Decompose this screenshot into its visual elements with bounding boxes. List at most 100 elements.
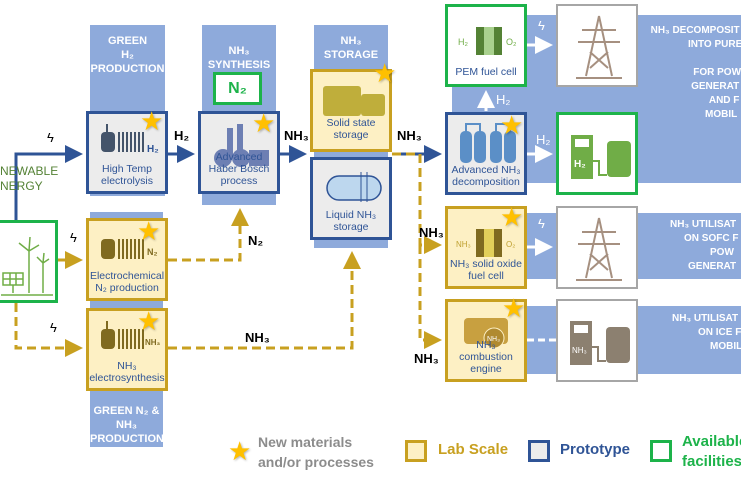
pem-fuel-cell-box: H₂ O₂ PEM fuel cell <box>445 4 527 87</box>
wind-solar-icon <box>1 236 53 296</box>
legend-available: Available facilities <box>682 433 741 470</box>
icon-label: H₂ <box>458 37 468 47</box>
flow-label-nh3: NH₃ <box>397 128 422 143</box>
electrolyzer-icon: H₂ <box>101 124 159 155</box>
title-line: GREEN <box>107 35 148 47</box>
title-line: PRODUCTION <box>90 63 165 75</box>
legend-prototype: Prototype <box>560 441 631 458</box>
power-pylon-icon <box>576 217 622 281</box>
legend-new-materials: New materials and/or processes <box>258 434 374 470</box>
legend-lab-scale-swatch <box>405 440 427 462</box>
panel-line: FOR POW <box>693 67 741 78</box>
title-line: NH₃ <box>340 35 362 47</box>
arrow-n2-to-haber <box>168 208 249 262</box>
power-grid-box <box>556 4 638 87</box>
icon-label: O₂ <box>506 37 517 47</box>
box-caption: NH₃ electrosynthesis <box>89 360 165 384</box>
spacer <box>648 52 741 66</box>
renewable-energy-label: NEWABLE NERGY <box>0 164 58 194</box>
engine-icon: NH₃ <box>464 318 508 349</box>
flow-label-nh3: NH₃ <box>245 330 270 345</box>
box-caption: NH₃ combustion engine <box>459 339 513 375</box>
panel-line: NH₃ UTILISAT <box>672 313 739 324</box>
power-pylon-icon <box>576 15 622 79</box>
ice-panel-text: NH₃ UTILISAT ON ICE F MOBIL <box>672 312 741 354</box>
nh3-fuel-station-icon: NH₃ <box>570 321 630 365</box>
icon-label: N₂ <box>147 247 158 257</box>
box-caption: Advanced NH₃ decomposition <box>451 164 521 188</box>
box-caption: NH₃ solid oxide fuel cell <box>450 258 522 282</box>
flow-label-nh3: NH₃ <box>414 351 439 366</box>
title-line: NH₃ <box>228 45 250 57</box>
sofc-panel-text: NH₃ UTILISAT ON SOFC F POW GENERAT <box>670 218 738 274</box>
flow-label-n2: N₂ <box>248 233 264 248</box>
panel-line: AND F <box>708 95 740 106</box>
box-caption: Liquid NH₃ storage <box>325 209 377 233</box>
flow-label-nh3: NH₃ <box>419 225 444 240</box>
panel-line: ON SOFC F <box>684 233 739 244</box>
lightning-icon: ϟ <box>70 230 77 245</box>
electrochemical-n2-box: N₂ Electrochemical N₂ production <box>86 218 168 301</box>
flow-label-h2: H₂ <box>174 128 190 143</box>
icon-label: NH₃ <box>487 336 500 343</box>
panel-line: POW <box>710 247 734 258</box>
box-caption: High Temp electrolysis <box>101 163 153 187</box>
icon-label: NH₃ <box>456 240 471 249</box>
panel-line: NH₃ UTILISAT <box>670 219 737 230</box>
star-icon: ★ <box>373 58 397 88</box>
arrow-energy-to-electrosynthesis <box>14 303 83 357</box>
panel-line: INTO PURE <box>688 39 741 50</box>
panel-line: ON ICE F <box>698 327 741 338</box>
star-icon: ★ <box>500 202 524 232</box>
box-caption: Advanced Haber Bosch process <box>208 151 270 187</box>
fuel-cell-icon: H₂ O₂ <box>458 27 517 55</box>
decomposition-panel-text: NH₃ DECOMPOSIT INTO PURE FOR POW GENERAT… <box>648 24 741 122</box>
flow-label-nh3: NH₃ <box>284 128 309 143</box>
panel-line: GENERAT <box>691 81 740 92</box>
panel-line: GENERAT <box>688 261 737 272</box>
h2-fuel-station-icon: H₂ <box>571 135 631 179</box>
star-icon: ★ <box>137 216 161 246</box>
box-caption: Solid state storage <box>326 117 376 141</box>
flow-label-h2: H₂ <box>536 132 551 147</box>
legend-lab-scale: Lab Scale <box>438 441 509 458</box>
label-line: NEWABLE <box>0 164 59 178</box>
lightning-icon: ϟ <box>50 320 57 335</box>
solid-state-storage-box: Solid state storage <box>310 69 392 152</box>
storage-tanks-icon <box>323 86 385 116</box>
h2-refuelling-box: H₂ <box>556 112 638 195</box>
reactor-columns-icon <box>460 123 516 163</box>
icon-label: H₂ <box>147 144 159 155</box>
legend-prototype-swatch <box>528 440 550 462</box>
title-line: STORAGE <box>323 49 379 61</box>
nh3-refuelling-box: NH₃ <box>556 299 638 382</box>
power-grid-box <box>556 206 638 289</box>
box-caption: PEM fuel cell <box>455 66 517 78</box>
nh3-electrosynthesis-box: NH₃ NH₃ electrosynthesis <box>86 308 168 391</box>
lightning-icon: ϟ <box>538 216 545 231</box>
flow-label-h2: H₂ <box>496 92 511 107</box>
panel-line: MOBIL <box>710 341 741 352</box>
renewable-energy-box <box>0 220 58 303</box>
arrow-nh3-to-storage-dashed <box>168 251 361 350</box>
liquid-tank-icon <box>326 172 382 202</box>
title-line: SYNTHESIS <box>207 59 271 71</box>
chemical-plant-icon <box>214 124 269 167</box>
title-line: H₂ <box>121 49 134 61</box>
star-icon: ★ <box>252 108 276 138</box>
star-icon: ★ <box>140 106 164 136</box>
column-title-nh3-storage: NH₃ STORAGE <box>314 34 388 62</box>
arrow-nh3-to-sofc <box>392 152 442 254</box>
star-icon: ★ <box>137 306 161 336</box>
nh3-combustion-engine-box: NH₃ NH₃ combustion engine <box>445 299 527 382</box>
haber-bosch-box: Advanced Haber Bosch process <box>198 111 280 194</box>
column-title-nh3-synthesis: NH₃ SYNTHESIS <box>202 44 276 72</box>
electrolyzer-icon: NH₃ <box>101 321 161 349</box>
panel-line: NH₃ DECOMPOSIT <box>650 25 740 36</box>
column-title-green-h2: GREEN H₂ PRODUCTION <box>90 34 165 76</box>
high-temp-electrolysis-box: H₂ High Temp electrolysis <box>86 111 168 194</box>
box-caption: Electrochemical N₂ production <box>89 270 165 294</box>
